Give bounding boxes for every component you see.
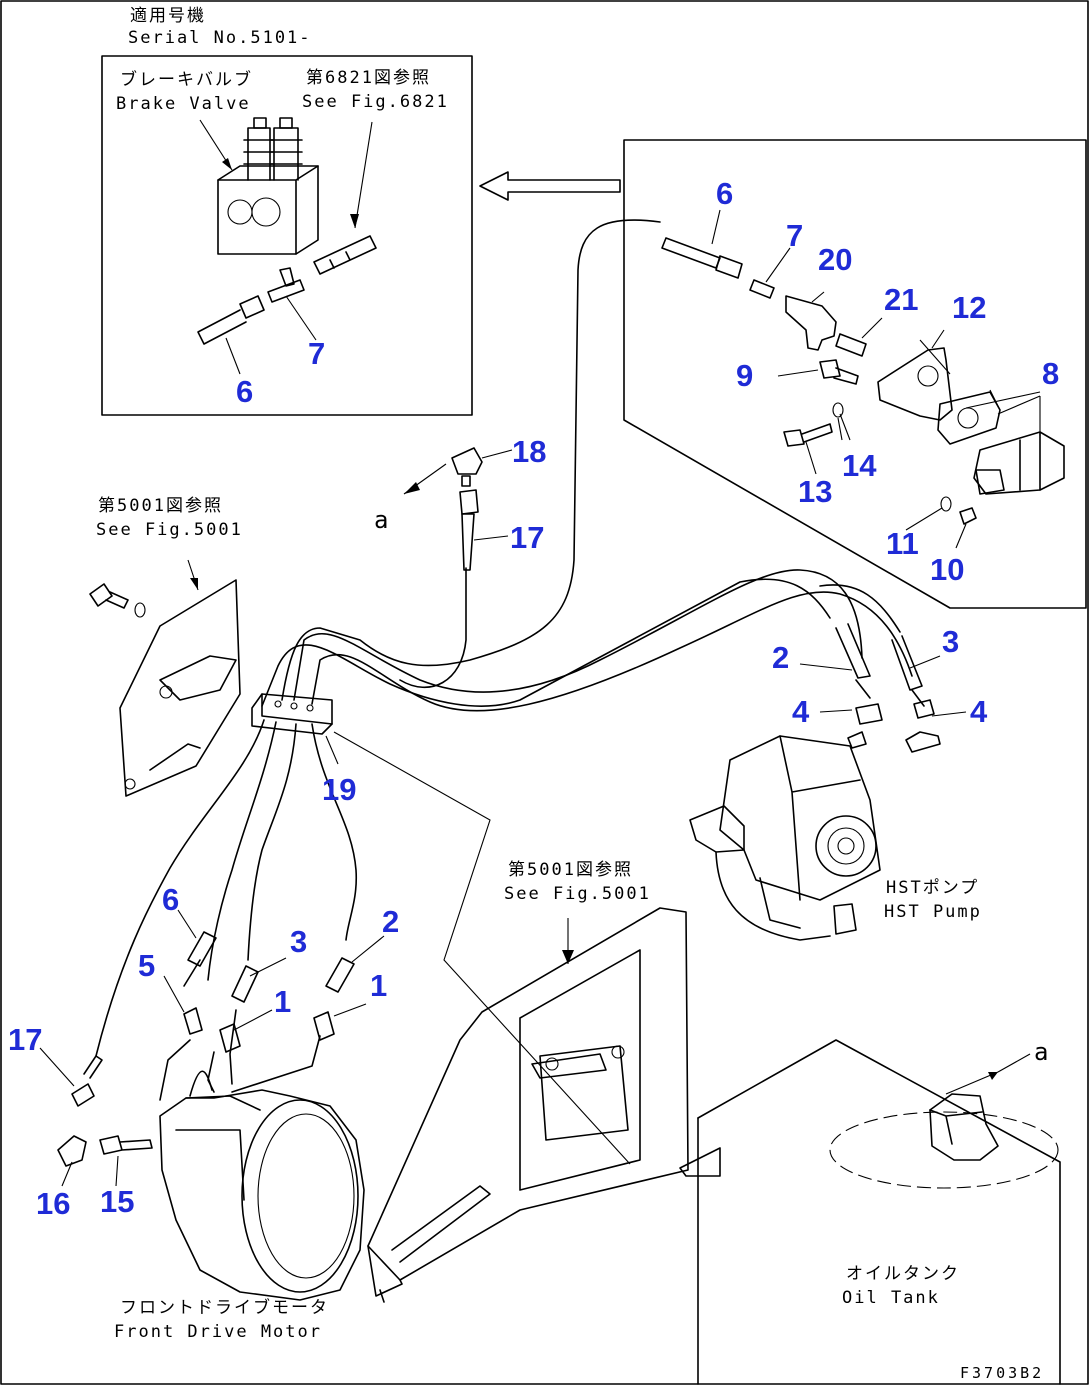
- connection-letter-a-upper: a: [374, 506, 389, 534]
- callout-17-lower: 17: [8, 1022, 43, 1057]
- callout-10: 10: [930, 552, 965, 587]
- callout-21: 21: [884, 282, 919, 317]
- callout-3-lower: 3: [290, 924, 308, 959]
- callout-6-box: 6: [716, 176, 734, 211]
- callout-8: 8: [1042, 356, 1060, 391]
- callout-9: 9: [736, 358, 754, 393]
- callout-20: 20: [818, 242, 853, 277]
- oil-tank-label-jp: オイルタンク: [846, 1264, 960, 1284]
- callout-14: 14: [842, 448, 877, 483]
- callout-4-left: 4: [792, 694, 810, 729]
- serial-label-en: Serial No.5101-: [128, 28, 312, 48]
- callout-5: 5: [138, 948, 156, 983]
- brake-valve-label-en: Brake Valve: [116, 94, 251, 114]
- fig6821-ref-en: See Fig.6821: [302, 92, 449, 112]
- fig5001-ref-jp-left: 第5001図参照: [98, 496, 223, 516]
- callout-13: 13: [798, 474, 833, 509]
- hst-pump-label-jp: HSTポンプ: [886, 878, 980, 898]
- fig5001-ref-jp-center: 第5001図参照: [508, 860, 633, 880]
- connection-letter-a-lower: a: [1034, 1038, 1049, 1066]
- callout-6-inset: 6: [236, 374, 254, 409]
- callout-17-top: 17: [510, 520, 545, 555]
- callout-19: 19: [322, 772, 357, 807]
- front-drive-motor: [39, 909, 385, 1301]
- callout-2-lower: 2: [382, 904, 400, 939]
- callout-18: 18: [512, 434, 547, 469]
- callout-4-right: 4: [970, 694, 988, 729]
- hst-pump: [689, 623, 967, 941]
- callout-7-inset: 7: [308, 336, 326, 371]
- callout-11: 11: [886, 526, 919, 561]
- oil-tank: [679, 1039, 1061, 1385]
- callout-12: 12: [952, 290, 987, 325]
- fig6821-ref-jp: 第6821図参照: [306, 68, 431, 88]
- hst-pump-label-en: HST Pump: [884, 902, 982, 922]
- figure-code: F3703B2: [960, 1364, 1045, 1382]
- callout-1-b: 1: [370, 968, 388, 1003]
- direction-arrow: [479, 171, 621, 201]
- detail-box: [623, 139, 1087, 609]
- fitting-18-17: [403, 447, 513, 571]
- fig5001-ref-en-center: See Fig.5001: [504, 884, 651, 904]
- pipe-runs: [95, 219, 913, 1165]
- brake-valve-inset: [101, 55, 473, 416]
- left-bracket-plate: [89, 559, 241, 797]
- oil-tank-label-en: Oil Tank: [842, 1288, 940, 1308]
- fig5001-ref-en-left: See Fig.5001: [96, 520, 243, 540]
- callout-6-lower: 6: [162, 882, 180, 917]
- callout-7-box: 7: [786, 218, 804, 253]
- brake-valve-label-jp: ブレーキバルブ: [120, 70, 253, 90]
- serial-label-jp: 適用号機: [130, 6, 206, 26]
- callout-16: 16: [36, 1186, 71, 1221]
- center-bracket-plate: [367, 907, 689, 1303]
- manifold-block: [251, 693, 339, 765]
- callout-3-right: 3: [942, 624, 960, 659]
- callout-15: 15: [100, 1184, 135, 1219]
- callout-2-right: 2: [772, 640, 790, 675]
- callout-1-a: 1: [274, 984, 292, 1019]
- drive-motor-label-jp: フロントドライブモータ: [120, 1298, 329, 1318]
- drive-motor-label-en: Front Drive Motor: [114, 1322, 322, 1342]
